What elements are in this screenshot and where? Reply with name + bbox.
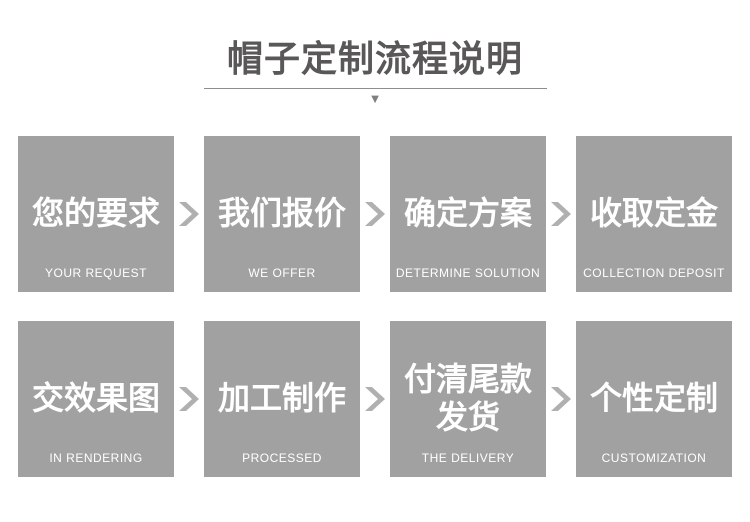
step-we-offer: 我们报价 WE OFFER [204,136,360,292]
down-triangle-icon: ▼ [368,91,382,106]
title-underline [203,88,547,89]
step-the-delivery: 付清尾款 发货 THE DELIVERY [390,321,546,477]
flow-row-2: 交效果图 IN RENDERING 加工制作 PROCESSED 付清尾款 发货… [18,321,732,477]
step-processed: 加工制作 PROCESSED [204,321,360,477]
step-subtitle-en: YOUR REQUEST [44,266,147,280]
step-subtitle-en: PROCESSED [242,451,322,465]
arrow-right-icon [360,387,390,411]
arrow-right-icon [360,202,390,226]
step-subtitle-en: DETERMINE SOLUTION [395,266,541,280]
page-title: 帽子定制流程说明 [226,38,523,79]
step-determine-solution: 确定方案 DETERMINE SOLUTION [390,136,546,292]
flow-row-1: 您的要求 YOUR REQUEST 我们报价 WE OFFER 确定方案 DET… [18,136,732,292]
step-in-rendering: 交效果图 IN RENDERING [18,321,174,477]
step-your-request: 您的要求 YOUR REQUEST [18,136,174,292]
process-flow: 您的要求 YOUR REQUEST 我们报价 WE OFFER 确定方案 DET… [18,136,732,477]
step-title-zh: 付清尾款 发货 [403,361,532,435]
step-title-zh: 加工制作 [217,380,346,417]
arrow-right-icon [174,387,204,411]
step-title-zh: 您的要求 [31,195,160,232]
arrow-right-icon [546,387,576,411]
step-subtitle-en: IN RENDERING [49,451,143,465]
step-customization: 个性定制 CUSTOMIZATION [576,321,732,477]
step-subtitle-en: COLLECTION DEPOSIT [583,266,725,280]
step-title-zh: 收取定金 [589,195,718,232]
step-subtitle-en: THE DELIVERY [421,451,515,465]
step-collection-deposit: 收取定金 COLLECTION DEPOSIT [576,136,732,292]
step-title-zh: 确定方案 [403,195,532,232]
step-subtitle-en: WE OFFER [248,266,316,280]
step-title-zh: 交效果图 [31,380,160,417]
arrow-right-icon [174,202,204,226]
step-title-zh: 我们报价 [217,195,346,232]
step-subtitle-en: CUSTOMIZATION [601,451,707,465]
diagram-header: 帽子定制流程说明 ▼ [0,0,750,106]
step-title-zh: 个性定制 [589,380,718,417]
arrow-right-icon [546,202,576,226]
